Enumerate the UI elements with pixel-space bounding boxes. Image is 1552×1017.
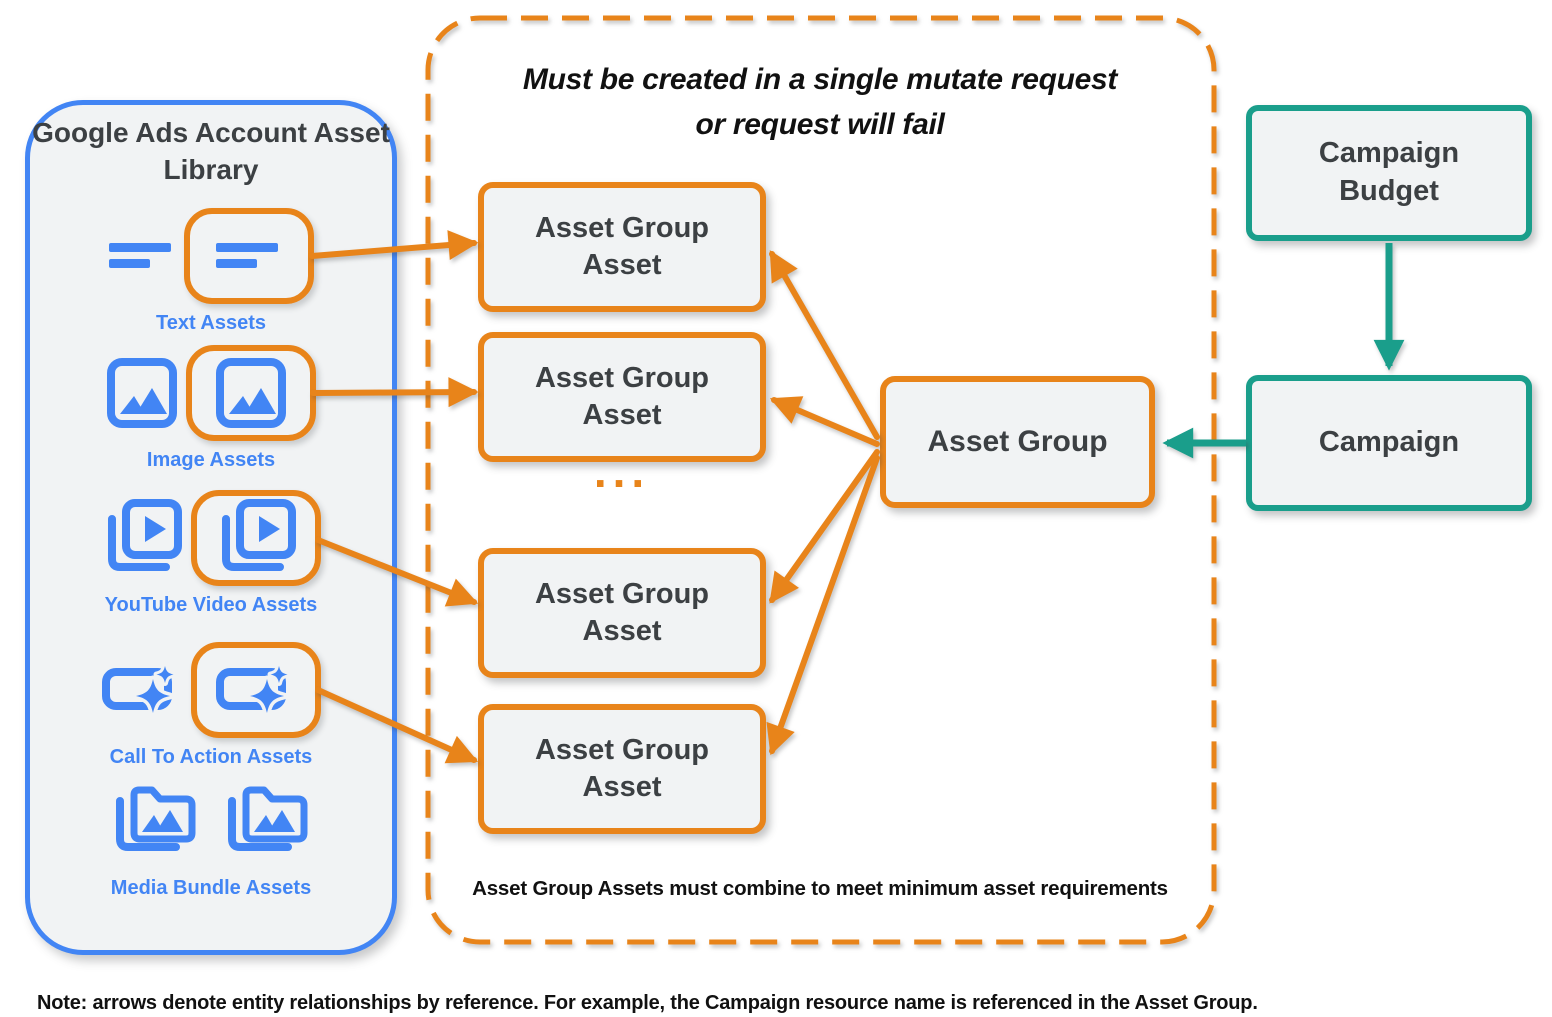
asset-group-box: Asset Group bbox=[880, 376, 1155, 508]
asset-group-asset-box-3: Asset Group Asset bbox=[478, 548, 766, 678]
mutate-request-title-line2: or request will fail bbox=[695, 108, 945, 141]
asset-group-asset-label: Asset Group Asset bbox=[534, 733, 710, 803]
library-row-media-bundle-assets: Media Bundle Assets bbox=[30, 781, 392, 900]
library-row-call-to-action-assets: Call To Action Assets bbox=[30, 642, 392, 769]
asset-library-title: Google Ads Account Asset Library bbox=[32, 117, 390, 185]
campaign-budget-label: Campaign Budget bbox=[1318, 137, 1460, 207]
diagram-footnote: Note: arrows denote entity relationships… bbox=[37, 992, 1258, 1014]
mutate-request-title: Must be created in a single mutate reque… bbox=[430, 57, 1210, 147]
text-asset-icon bbox=[215, 243, 278, 268]
text-asset-highlight-outline bbox=[183, 208, 314, 304]
asset-group-asset-box-1: Asset Group Asset bbox=[478, 182, 766, 312]
media-bundle-asset-icon bbox=[228, 786, 308, 851]
youtube-video-asset-icon bbox=[107, 499, 182, 571]
asset-group-asset-label: Asset Group Asset bbox=[534, 577, 710, 647]
more-asset-group-assets-ellipsis: ... bbox=[593, 445, 651, 497]
arrow-asset-group-to-asset-group-asset-3 bbox=[769, 449, 880, 604]
library-row-text-assets: Text Assets bbox=[30, 208, 392, 335]
text-assets-icon-pair bbox=[108, 208, 314, 304]
call-to-action-asset-icon bbox=[215, 663, 290, 717]
text-asset-icon bbox=[108, 243, 171, 268]
call-to-action-assets-icon-pair bbox=[101, 642, 321, 738]
asset-group-label: Asset Group bbox=[927, 425, 1108, 458]
call-to-action-asset-highlight-outline bbox=[190, 642, 321, 738]
image-asset-icon bbox=[215, 358, 286, 428]
library-row-image-assets: Image Assets bbox=[30, 345, 392, 472]
image-asset-icon bbox=[106, 358, 177, 428]
call-to-action-asset-icon bbox=[101, 663, 176, 717]
youtube-video-asset-highlight-outline bbox=[190, 490, 321, 586]
youtube-video-asset-icon bbox=[221, 499, 296, 571]
image-assets-icon-pair bbox=[106, 345, 316, 441]
campaign-label: Campaign bbox=[1318, 426, 1460, 459]
image-assets-label: Image Assets bbox=[146, 449, 276, 471]
arrow-asset-group-to-asset-group-asset-1 bbox=[769, 250, 880, 440]
arrow-asset-group-to-asset-group-asset-2 bbox=[769, 396, 880, 447]
youtube-video-assets-label: YouTube Video Assets bbox=[104, 594, 318, 616]
asset-group-asset-label: Asset Group Asset bbox=[534, 361, 710, 431]
campaign-box: Campaign bbox=[1246, 375, 1532, 511]
asset-group-asset-box-4: Asset Group Asset bbox=[478, 704, 766, 834]
media-bundle-asset-icon bbox=[116, 786, 196, 851]
arrow-asset-group-to-asset-group-asset-4 bbox=[766, 455, 880, 756]
mutate-request-title-line1: Must be created in a single mutate reque… bbox=[522, 63, 1118, 96]
campaign-budget-box: Campaign Budget bbox=[1246, 105, 1532, 241]
asset-library-panel: Google Ads Account Asset Library Text As… bbox=[25, 100, 397, 955]
asset-group-asset-box-2: Asset Group Asset bbox=[478, 332, 766, 462]
image-asset-highlight-outline bbox=[185, 345, 316, 441]
asset-group-asset-label: Asset Group Asset bbox=[534, 211, 710, 281]
call-to-action-assets-label: Call To Action Assets bbox=[109, 746, 313, 768]
media-bundle-assets-label: Media Bundle Assets bbox=[110, 877, 312, 899]
text-assets-label: Text Assets bbox=[155, 312, 267, 334]
library-row-youtube-video-assets: YouTube Video Assets bbox=[30, 490, 392, 617]
mutate-requirements-note: Asset Group Assets must combine to meet … bbox=[472, 877, 1168, 900]
youtube-video-assets-icon-pair bbox=[102, 490, 321, 586]
media-bundle-assets-icon-pair bbox=[112, 781, 310, 859]
